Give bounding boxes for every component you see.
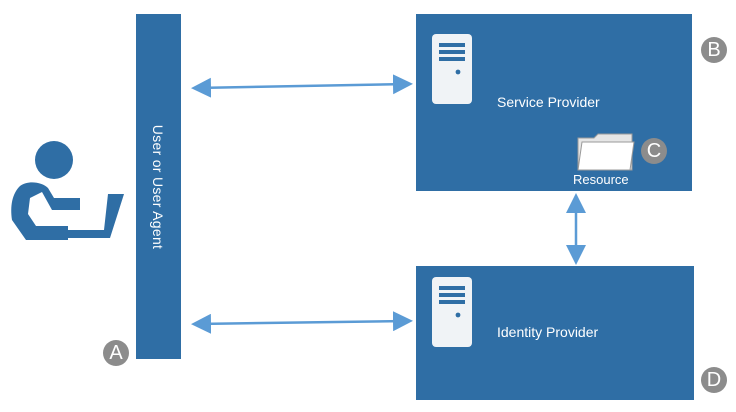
server-tower-icon xyxy=(432,277,472,347)
badge-b: B xyxy=(701,37,727,63)
user-agent-box xyxy=(136,14,181,359)
badge-c: C xyxy=(641,138,667,164)
agent-to-sp-arrow xyxy=(191,74,413,98)
badge-a: A xyxy=(103,340,129,366)
resource-label: Resource xyxy=(573,172,629,187)
badge-d: D xyxy=(701,367,727,393)
agent-to-idp-arrow xyxy=(191,311,413,334)
service-provider-label: Service Provider xyxy=(497,94,600,110)
person-at-laptop-icon xyxy=(11,141,124,240)
identity-provider-label: Identity Provider xyxy=(497,324,599,340)
server-tower-icon xyxy=(432,34,472,104)
folder-icon xyxy=(577,133,635,171)
